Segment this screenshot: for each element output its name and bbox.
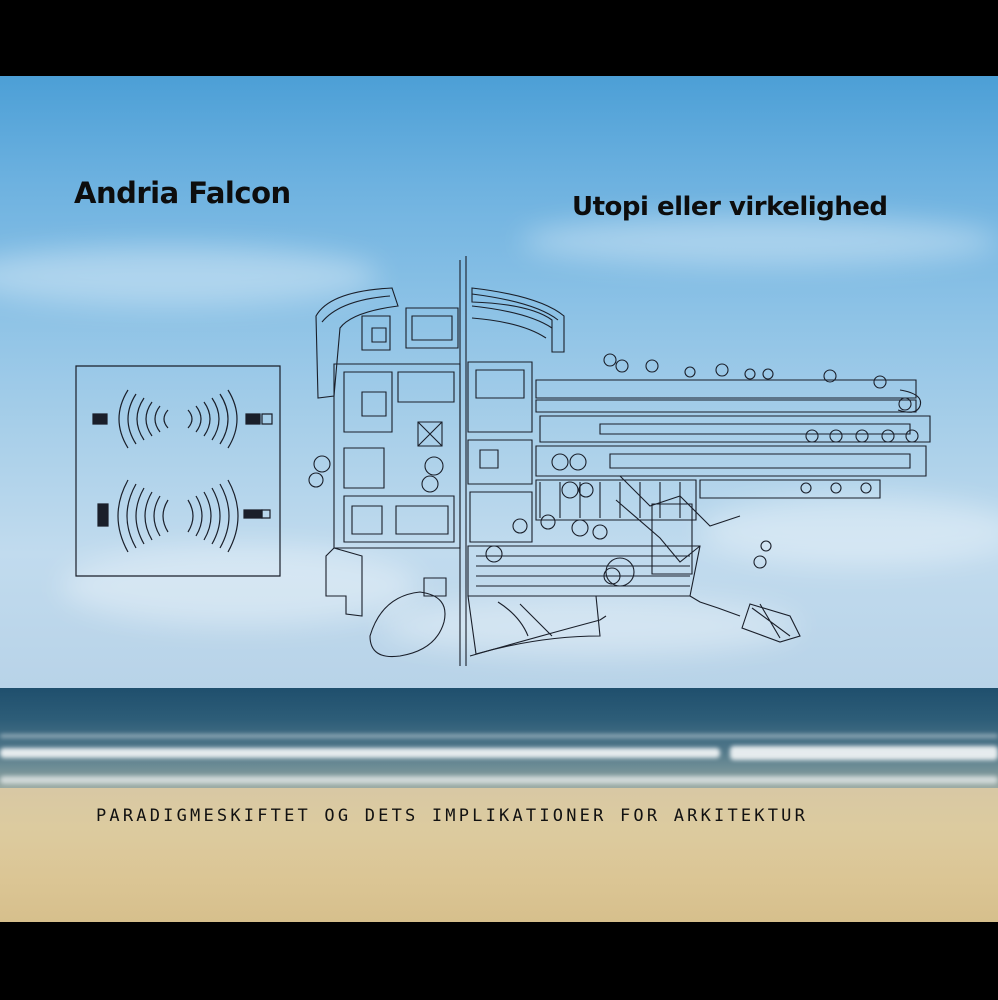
cloud <box>700 496 998 566</box>
author-name: Andria Falcon <box>74 176 291 210</box>
wave-foam <box>0 776 998 784</box>
wave-foam <box>0 734 998 738</box>
bottom-black-border <box>0 922 998 1000</box>
line-drawings <box>0 76 998 922</box>
cloud <box>520 216 998 266</box>
wave-foam <box>0 748 720 758</box>
cloud <box>0 246 380 306</box>
book-title: Utopi eller virkelighed <box>572 192 888 222</box>
cloud <box>60 546 420 626</box>
cloud <box>380 596 800 656</box>
book-cover: Andria Falcon Utopi eller virkelighed PA… <box>0 76 998 922</box>
beach-sand <box>0 788 998 922</box>
top-black-border <box>0 0 998 76</box>
acoustic-wave-diagram <box>76 366 280 576</box>
architectural-site-plan <box>309 256 930 666</box>
book-subtitle: PARADIGMESKIFTET OG DETS IMPLIKATIONER F… <box>96 806 809 826</box>
sea <box>0 688 998 793</box>
wave-foam <box>730 746 998 760</box>
